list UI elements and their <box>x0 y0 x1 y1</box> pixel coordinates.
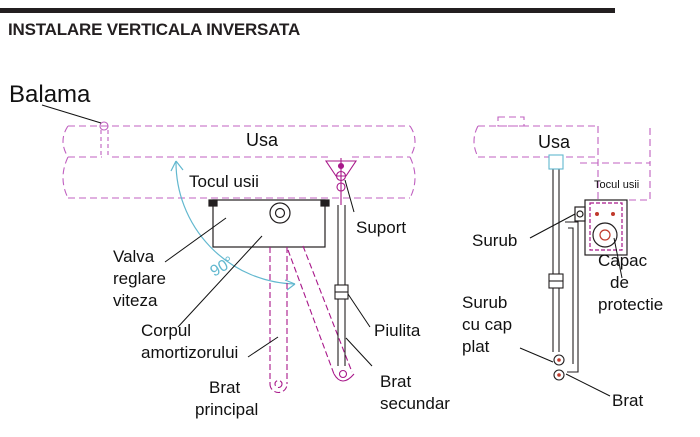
adjustment-rod <box>334 205 349 366</box>
right-leaders <box>519 213 623 397</box>
closer-body <box>208 199 330 248</box>
label-capac-line-2: de <box>610 273 629 292</box>
label-corpul-line-1: Corpul <box>141 321 191 340</box>
label-brat-secundar-line-1: Brat <box>380 372 411 391</box>
label-suport: Suport <box>356 218 406 237</box>
label-corpul-line-2: amortizorului <box>141 343 238 362</box>
label-balama: Balama <box>9 81 91 108</box>
label-brat-principal-line-2: principal <box>195 400 258 419</box>
label-capac-line-1: Capac <box>598 251 648 270</box>
left-view: Balama Usa Tocul usii Suport Valva regla… <box>9 81 450 419</box>
label-surub-cap-plat-line-3: plat <box>462 337 490 356</box>
door-outline <box>62 125 416 158</box>
closer-body-right <box>574 199 628 256</box>
label-surub: Surub <box>472 231 517 250</box>
top-rule <box>0 8 615 13</box>
secondary-arm <box>287 245 355 382</box>
right-view: Usa Tocul usii Surub Capac de protectie … <box>462 116 663 410</box>
label-piulita: Piulita <box>374 321 421 340</box>
rod-right <box>548 154 564 352</box>
label-tocul-usii-left: Tocul usii <box>189 172 259 191</box>
page-heading: INSTALARE VERTICALA INVERSATA <box>8 20 301 39</box>
opening-angle-arc <box>170 160 296 291</box>
door-outline-right <box>473 116 599 200</box>
left-leaders <box>164 179 373 367</box>
label-valva-line-3: viteza <box>113 291 158 310</box>
label-tocul-usii-right: Tocul usii <box>594 179 639 191</box>
label-brat-principal-line-1: Brat <box>209 378 240 397</box>
angle-label: 90° <box>208 254 237 281</box>
label-capac-line-3: protectie <box>598 295 663 314</box>
hinge-leader <box>41 104 102 124</box>
label-usa-right: Usa <box>538 132 571 152</box>
label-brat-secundar-line-2: secundar <box>380 394 450 413</box>
label-valva-line-1: Valva <box>113 247 155 266</box>
label-valva-line-2: reglare <box>113 269 166 288</box>
arm-right <box>553 221 579 381</box>
mounting-bracket <box>324 158 358 205</box>
door-frame-outline <box>62 156 416 199</box>
label-surub-cap-plat-line-2: cu cap <box>462 315 512 334</box>
main-arm <box>269 247 288 393</box>
label-brat-right: Brat <box>612 391 643 410</box>
label-surub-cap-plat-line-1: Surub <box>462 293 507 312</box>
hinge <box>99 121 109 157</box>
label-usa-left: Usa <box>246 130 279 150</box>
